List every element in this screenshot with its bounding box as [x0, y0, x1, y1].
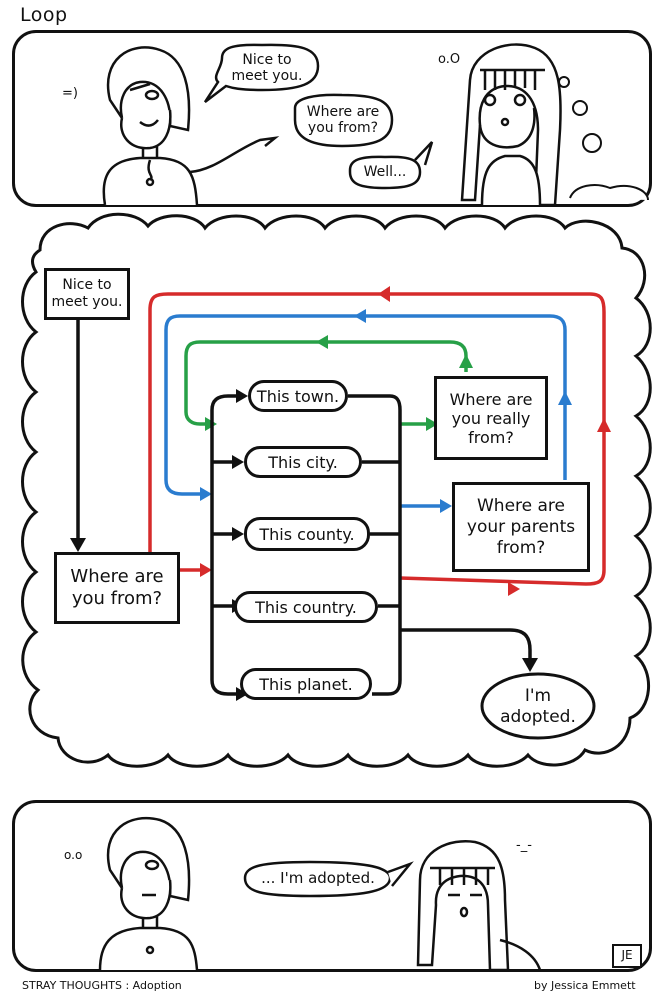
character-right-outro [416, 840, 542, 972]
emote-sigh: -_- [516, 838, 532, 853]
option-this-city: This city. [244, 446, 362, 478]
option-this-country: This country. [234, 591, 378, 623]
option-this-county: This county. [244, 517, 370, 551]
flow-start-box: Nice to meet you. [44, 268, 130, 320]
cloud-outline [21, 212, 652, 768]
series-credit: STRAY THOUGHTS : Adoption [22, 979, 182, 992]
branch-lines [210, 394, 532, 696]
speech-bubble-outro [243, 860, 414, 898]
bubble-nice-to-meet-you: Nice to meet you. [231, 52, 303, 84]
adopted-oval [480, 672, 596, 740]
character-right [460, 43, 562, 207]
speech-bubbles [203, 43, 434, 190]
emote-smile: =) [62, 86, 78, 101]
bubble-where-are-you-from: Where are you from? [306, 104, 380, 136]
emote-confused: o.O [438, 52, 461, 67]
flow-really-box: Where are you really from? [434, 376, 548, 460]
flow-question-box: Where are you from? [54, 552, 180, 624]
option-this-town: This town. [248, 380, 348, 412]
loop-green [184, 340, 468, 426]
comic-title: Loop [20, 4, 68, 26]
character-left-outro [98, 816, 199, 971]
option-this-planet: This planet. [240, 668, 372, 700]
artist-stamp: JE [621, 948, 633, 962]
flow-parents-box: Where are your parents from? [452, 482, 590, 572]
bubble-im-adopted: ... I'm adopted. [261, 869, 375, 887]
character-left [102, 46, 280, 206]
flow-adopted-text: I'm adopted. [500, 686, 576, 727]
emote-blank: o.o [64, 848, 83, 862]
bubble-well: Well... [363, 164, 407, 180]
author-credit: by Jessica Emmett [534, 979, 636, 992]
loop-blue [164, 314, 567, 508]
